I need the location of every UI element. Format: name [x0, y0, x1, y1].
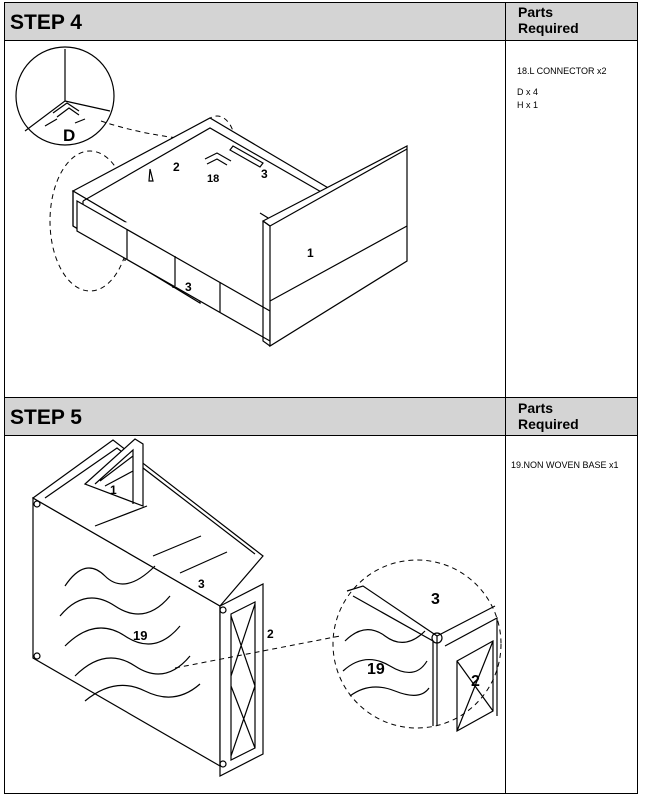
- label-panel2: 2: [267, 627, 274, 641]
- panel-2: [219, 583, 264, 777]
- label-panel3-back: 3: [261, 167, 268, 181]
- label-panel3: 3: [198, 577, 205, 591]
- step4-parts-title: Parts Required: [518, 4, 579, 36]
- label-detail19: 19: [367, 661, 385, 678]
- label-base19: 19: [133, 628, 147, 643]
- step5-parts-title-line1: Parts: [518, 400, 554, 416]
- step4-parts-title-line1: Parts: [518, 4, 554, 20]
- panel-1-end: [83, 438, 144, 507]
- step5-part-item: 19.NON WOVEN BASE x1: [511, 460, 619, 470]
- step5-header: [5, 398, 637, 436]
- label-connector: 18: [207, 173, 219, 185]
- parts-column-divider: [505, 3, 506, 793]
- detail-circle: [15, 46, 115, 146]
- label-detail3: 3: [431, 591, 440, 608]
- detail-circle: [332, 559, 502, 729]
- step4-part-item: D x 4: [517, 87, 539, 97]
- step5-parts-title-line2: Required: [518, 416, 579, 432]
- step4-illustration: D 1 2 3 3 18: [15, 46, 408, 348]
- label-D: D: [63, 126, 75, 145]
- step5-title: STEP 5: [10, 406, 82, 429]
- instruction-sheet: STEP 4 Parts Required 18.L CONNECTOR x2 …: [4, 2, 638, 794]
- step4-title: STEP 4: [10, 11, 82, 34]
- step4-parts-list: 18.L CONNECTOR x2 D x 4 H x 1: [517, 65, 607, 112]
- label-panel1: 1: [110, 483, 117, 497]
- step4-parts-title-line2: Required: [518, 20, 579, 36]
- label-panel2: 2: [173, 160, 180, 174]
- step4-header: [5, 3, 637, 41]
- label-panel3-front: 3: [185, 280, 192, 294]
- step4-part-item: H x 1: [517, 100, 539, 110]
- step-divider: [5, 397, 637, 398]
- step5-parts-list: 19.NON WOVEN BASE x1: [511, 459, 619, 472]
- label-panel1: 1: [307, 246, 314, 260]
- label-detail2: 2: [471, 673, 480, 690]
- step5-parts-title: Parts Required: [518, 400, 579, 432]
- step5-illustration: 19 3 1 2 3 19 2: [31, 438, 502, 777]
- step4-part-item: 18.L CONNECTOR x2: [517, 66, 607, 76]
